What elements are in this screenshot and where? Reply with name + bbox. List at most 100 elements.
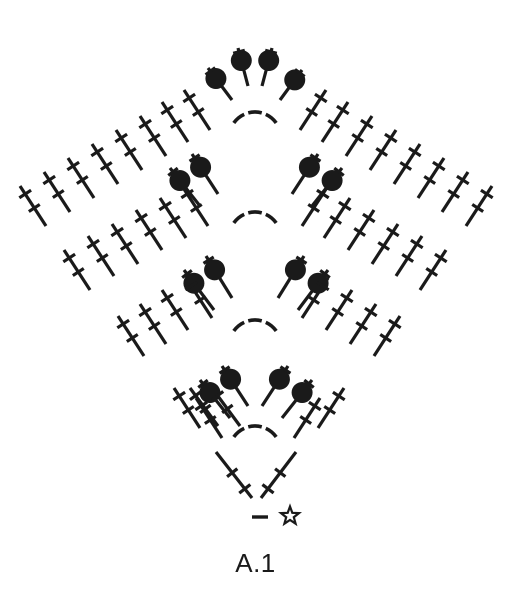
chain-dash bbox=[264, 320, 278, 333]
bobble-symbol bbox=[278, 68, 306, 101]
treble-crossbar bbox=[27, 203, 41, 213]
treble-crossbar bbox=[158, 200, 172, 212]
treble-crossbar bbox=[238, 483, 252, 495]
treble-crochet-symbol bbox=[322, 197, 352, 239]
treble-crossbar bbox=[138, 118, 152, 130]
chain-dash bbox=[264, 212, 278, 225]
treble-crossbar bbox=[340, 292, 354, 304]
treble-crossbar bbox=[62, 252, 76, 264]
chain-arc bbox=[232, 424, 278, 439]
treble-stem bbox=[440, 171, 470, 213]
treble-stem bbox=[298, 89, 328, 131]
treble-crossbar bbox=[90, 146, 104, 158]
chain-dash bbox=[232, 112, 246, 125]
treble-stem bbox=[66, 157, 96, 199]
treble-crossbar bbox=[226, 467, 239, 478]
treble-stem bbox=[182, 89, 212, 131]
treble-crossbar bbox=[323, 405, 337, 415]
bobble-dot bbox=[230, 50, 252, 72]
treble-stem bbox=[416, 157, 446, 199]
treble-crochet-symbol bbox=[324, 289, 354, 331]
chain-dash bbox=[232, 212, 246, 225]
treble-crochet-symbol bbox=[392, 143, 422, 185]
treble-crossbar bbox=[360, 118, 374, 130]
treble-crochet-symbol bbox=[42, 171, 72, 213]
bobble-symbol bbox=[167, 166, 202, 207]
bobble-dot bbox=[169, 170, 191, 192]
treble-crochet-symbol bbox=[66, 157, 96, 199]
bobble-dot bbox=[284, 69, 306, 91]
bobble-dot bbox=[291, 382, 313, 404]
bobble-symbol bbox=[260, 365, 292, 407]
treble-crochet-symbol bbox=[184, 277, 214, 319]
treble-crossbar bbox=[160, 104, 174, 116]
treble-stem bbox=[368, 129, 398, 171]
treble-stem bbox=[160, 289, 190, 331]
bobble-dot bbox=[204, 259, 226, 281]
treble-crossbar bbox=[388, 318, 402, 330]
treble-crochet-symbol bbox=[86, 235, 116, 277]
treble-crossbar bbox=[336, 104, 350, 116]
treble-crochet-symbol bbox=[346, 209, 376, 251]
treble-stem bbox=[292, 397, 322, 439]
bobble-dot bbox=[190, 156, 212, 178]
chain-dash bbox=[247, 210, 263, 215]
bobble-crossbar bbox=[167, 166, 179, 177]
treble-stem bbox=[110, 223, 140, 265]
start-star-icon bbox=[277, 503, 303, 527]
bobble-symbol bbox=[258, 47, 280, 87]
treble-crochet-symbol bbox=[210, 387, 242, 427]
treble-crochet-symbol bbox=[172, 387, 202, 429]
bobble-crossbar bbox=[295, 255, 308, 265]
treble-crossbar bbox=[191, 107, 205, 117]
treble-stem bbox=[348, 303, 378, 345]
bobble-crossbar bbox=[279, 365, 292, 375]
treble-crossbar bbox=[211, 390, 225, 402]
treble-crossbar bbox=[75, 175, 89, 185]
bobble-crossbar bbox=[264, 48, 278, 55]
treble-crochet-symbol bbox=[348, 303, 378, 345]
treble-crossbar bbox=[180, 188, 194, 200]
treble-crossbar bbox=[329, 215, 343, 225]
treble-crochet-symbol bbox=[368, 129, 398, 171]
treble-crochet-symbol bbox=[138, 303, 168, 345]
bobble-symbol bbox=[202, 255, 234, 299]
bobble-dot bbox=[220, 368, 242, 390]
treble-stem bbox=[259, 451, 298, 499]
treble-crochet-symbol bbox=[90, 143, 120, 185]
treble-crochet-symbol bbox=[134, 209, 164, 251]
treble-stem bbox=[418, 249, 448, 291]
treble-crossbar bbox=[364, 306, 378, 318]
treble-crossbar bbox=[203, 415, 217, 425]
chain-arc bbox=[232, 110, 278, 125]
bobble-symbol bbox=[276, 255, 308, 299]
treble-stem bbox=[116, 315, 146, 357]
treble-crochet-symbol bbox=[298, 89, 328, 131]
treble-crossbar bbox=[99, 161, 113, 171]
treble-crossbar bbox=[480, 188, 494, 200]
bobble-symbol bbox=[230, 47, 252, 87]
treble-crossbar bbox=[169, 307, 183, 317]
treble-crossbar bbox=[332, 390, 346, 402]
treble-crossbar bbox=[425, 267, 439, 277]
treble-crossbar bbox=[110, 226, 124, 238]
treble-crossbar bbox=[114, 132, 128, 144]
treble-crossbar bbox=[51, 189, 65, 199]
diagram-caption: A.1 bbox=[235, 548, 276, 578]
treble-crossbar bbox=[305, 107, 319, 117]
treble-crossbar bbox=[134, 212, 148, 224]
treble-crochet-symbol bbox=[18, 185, 48, 227]
treble-stem bbox=[138, 115, 168, 157]
treble-crossbar bbox=[351, 133, 365, 143]
treble-stem bbox=[370, 223, 400, 265]
treble-crossbar bbox=[95, 253, 109, 263]
treble-crossbar bbox=[316, 188, 330, 200]
chain-dash bbox=[247, 424, 263, 429]
treble-crochet-symbol bbox=[416, 157, 446, 199]
treble-crossbar bbox=[362, 212, 376, 224]
treble-crossbar bbox=[199, 403, 212, 415]
crochet-chart-diagram bbox=[18, 47, 494, 527]
treble-stem bbox=[316, 387, 346, 429]
treble-crossbar bbox=[42, 174, 56, 186]
bobble-symbol bbox=[290, 153, 322, 195]
